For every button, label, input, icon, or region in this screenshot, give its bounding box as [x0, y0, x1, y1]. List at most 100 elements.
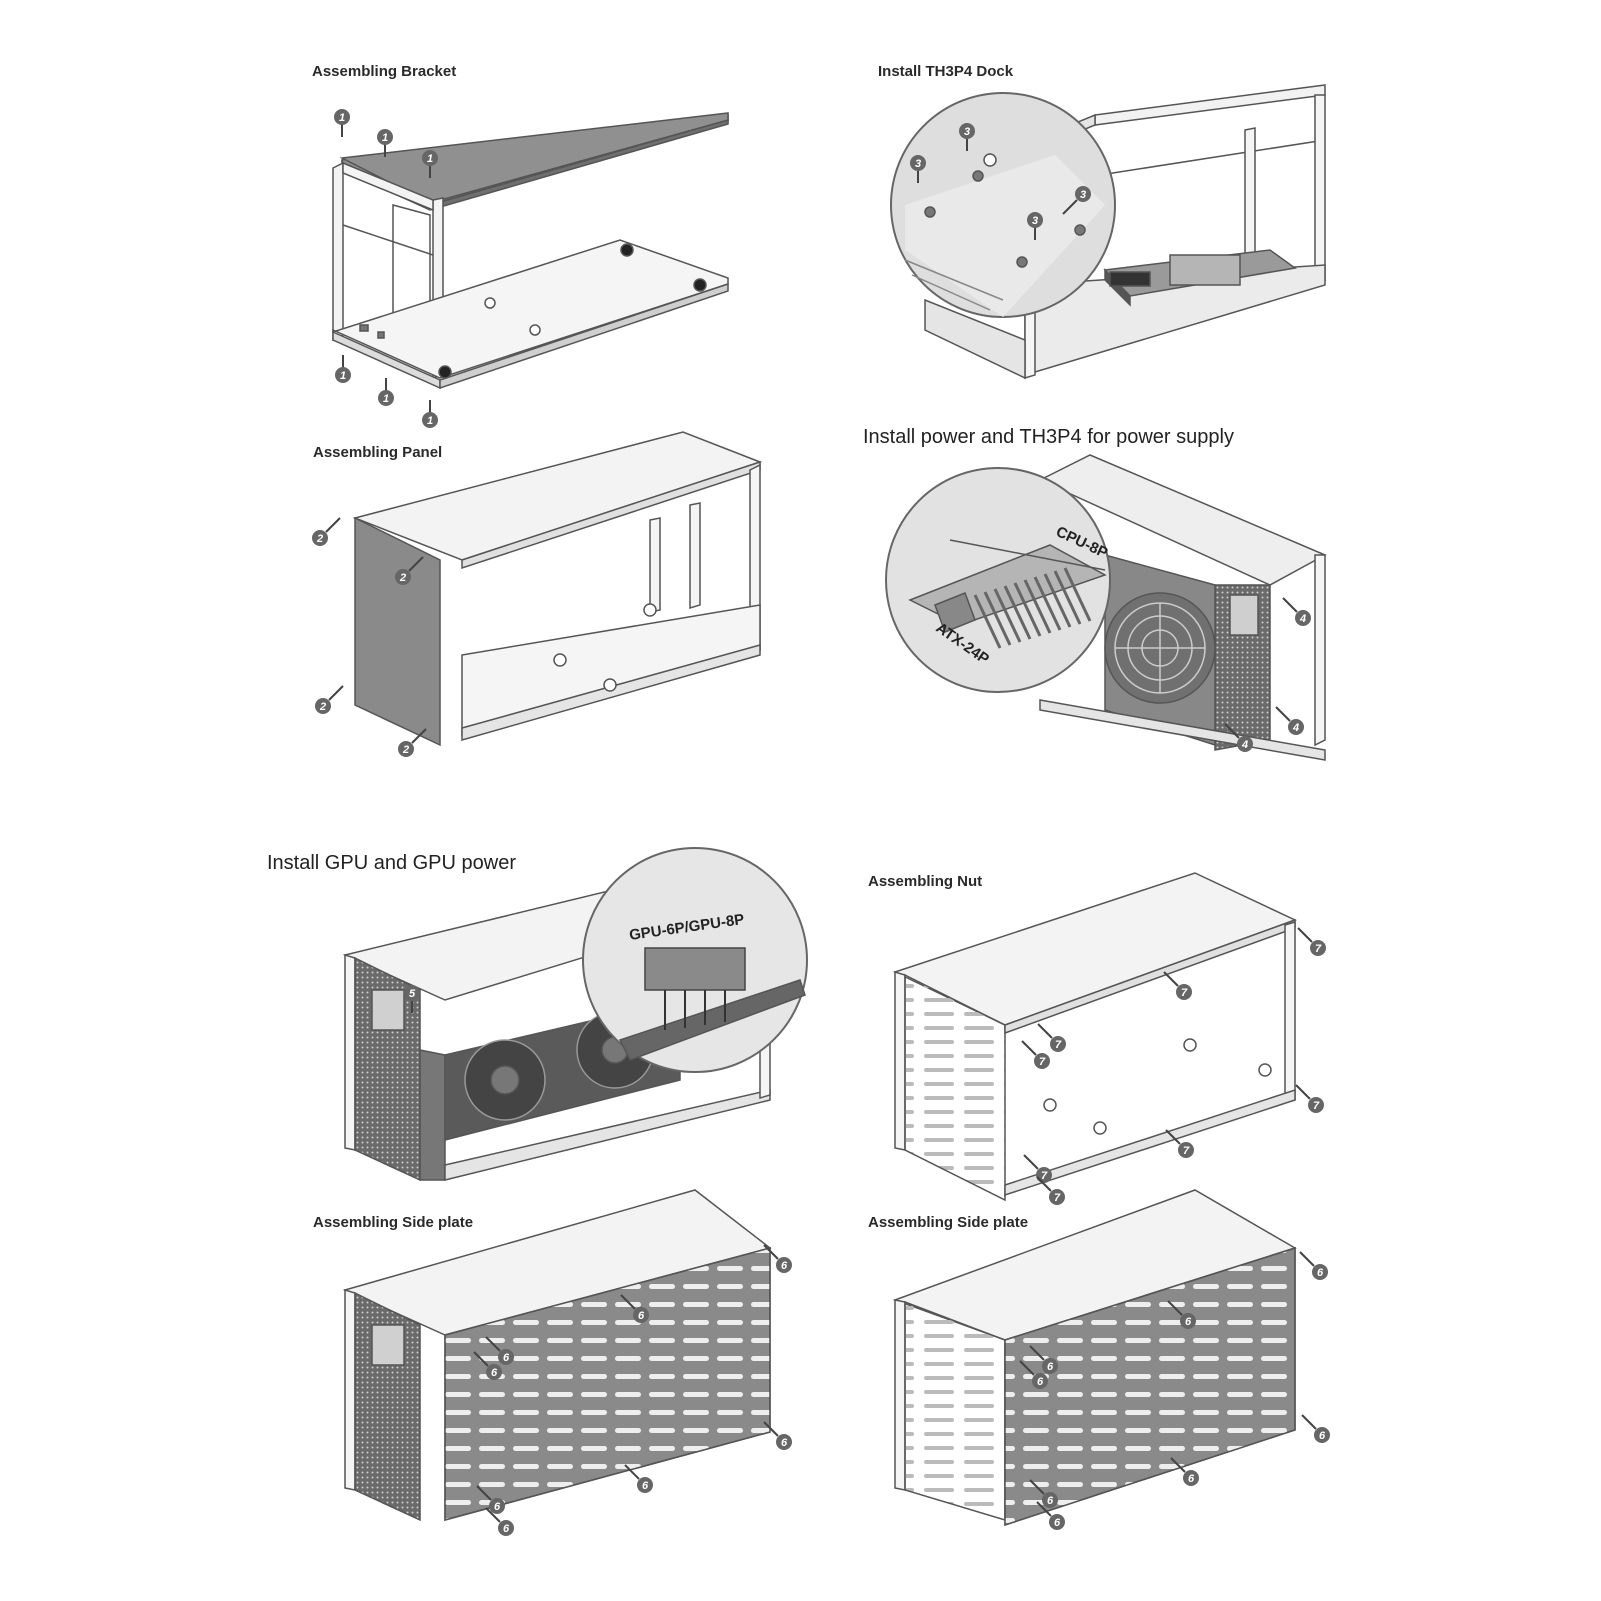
step-title-install-dock: Install TH3P4 Dock [878, 63, 1014, 80]
step-badge-label: 6 [1054, 1517, 1061, 1529]
step-badge-label: 3 [964, 126, 970, 138]
step-badge-label: 1 [427, 153, 433, 165]
step-title-install-gpu: Install GPU and GPU power [267, 852, 516, 874]
step-badge-icon [1176, 984, 1192, 1000]
step-badge-icon [637, 1477, 653, 1493]
screw-marker-4: 1 [335, 355, 351, 383]
step-badge-label: 6 [1317, 1267, 1324, 1279]
step-badge-icon [335, 367, 351, 383]
step-badge-icon [959, 123, 975, 139]
screw-marker-28: 6 [620, 1294, 649, 1323]
screw-marker-2: 1 [377, 129, 393, 157]
screw-arrow-icon [485, 1336, 501, 1352]
step-badge-label: 4 [1299, 613, 1306, 625]
step-badge-label: 6 [503, 1523, 510, 1535]
screw-marker-39: 6 [1301, 1414, 1330, 1443]
step-title-assembling-nut: Assembling Nut [868, 873, 983, 890]
step-title-side-plate-right: Assembling Side plate [868, 1214, 1029, 1231]
screw-marker-15: 4 [1282, 597, 1311, 626]
screw-marker-9: 3 [1062, 186, 1091, 215]
step-badge-icon [1308, 1097, 1324, 1113]
screw-marker-19: 7 [1297, 927, 1326, 956]
screw-arrow-icon [620, 1294, 636, 1310]
screw-marker-29: 6 [485, 1336, 514, 1365]
step-badge-icon [910, 155, 926, 171]
step-badge-label: 7 [1054, 1192, 1061, 1204]
screw-arrow-icon [1301, 1414, 1317, 1430]
step-badge-icon [498, 1349, 514, 1365]
screw-arrow-icon [476, 1485, 492, 1501]
step-badge-icon [1034, 1053, 1050, 1069]
step-badge-label: 7 [1183, 1145, 1190, 1157]
screw-marker-35: 6 [1299, 1251, 1328, 1280]
step-badge-label: 7 [1055, 1039, 1062, 1051]
screw-arrow-icon [485, 1507, 501, 1523]
step-badge-label: 3 [1032, 215, 1038, 227]
step-badge-label: 6 [1319, 1430, 1326, 1442]
diagram-nut [893, 872, 1297, 1202]
step-badge-label: 6 [491, 1367, 498, 1379]
screw-marker-34: 6 [485, 1507, 514, 1536]
screw-marker-5: 1 [378, 378, 394, 406]
step-badge-label: 6 [1047, 1495, 1054, 1507]
screw-marker-37: 6 [1029, 1345, 1058, 1374]
screw-marker-11: 2 [312, 517, 341, 546]
screw-marker-30: 6 [473, 1351, 502, 1380]
step-badge-icon [312, 530, 328, 546]
screw-marker-6: 1 [422, 400, 438, 428]
screw-marker-42: 6 [1036, 1501, 1065, 1530]
step-badge-label: 6 [781, 1437, 788, 1449]
step-badge-icon [1049, 1514, 1065, 1530]
screw-arrow-icon [1275, 706, 1291, 722]
step-badge-icon [1178, 1142, 1194, 1158]
screw-marker-13: 2 [315, 685, 344, 714]
screw-marker-3: 1 [422, 150, 438, 178]
step-badge-label: 7 [1181, 987, 1188, 999]
diagram-bracket [332, 112, 729, 390]
screw-marker-14: 2 [398, 728, 427, 757]
screw-arrow-icon [1036, 1501, 1052, 1517]
step-badge-icon [1042, 1492, 1058, 1508]
step-badge-label: 7 [1041, 1170, 1048, 1182]
step-title-assembling-bracket: Assembling Bracket [312, 63, 457, 80]
screw-arrow-icon [1170, 1457, 1186, 1473]
screw-marker-24: 7 [1165, 1129, 1194, 1158]
step-badge-label: 1 [382, 132, 388, 144]
step-badge-icon [776, 1434, 792, 1450]
screw-arrow-icon [1297, 927, 1313, 943]
step-badge-label: 6 [1185, 1316, 1192, 1328]
step-title-install-power: Install power and TH3P4 for power supply [863, 426, 1234, 448]
step-title-assembling-panel: Assembling Panel [313, 444, 443, 461]
step-badge-icon [1075, 186, 1091, 202]
screw-arrow-icon [763, 1421, 779, 1437]
step-badge-icon [315, 698, 331, 714]
step-badge-icon [404, 985, 420, 1001]
step-badge-label: 1 [427, 415, 433, 427]
step-badge-icon [1183, 1470, 1199, 1486]
screw-arrow-icon [624, 1464, 640, 1480]
diagram-side-plate-right [892, 1189, 1297, 1527]
step-badge-icon [1049, 1189, 1065, 1205]
step-badge-label: 2 [319, 701, 326, 713]
step-badge-label: 5 [409, 988, 416, 1000]
screw-arrow-icon [1019, 1360, 1035, 1376]
step-badge-icon [1032, 1373, 1048, 1389]
screw-arrow-icon [1029, 1479, 1045, 1495]
step-badges: 1111113333222244457777777766666666666666… [312, 109, 1330, 1536]
step-badge-label: 6 [638, 1310, 645, 1322]
step-badge-label: 4 [1241, 739, 1248, 751]
step-badge-label: 3 [915, 158, 921, 170]
step-badge-icon [1310, 940, 1326, 956]
step-badge-icon [395, 569, 411, 585]
screw-marker-1: 1 [334, 109, 350, 137]
step-badge-icon [1050, 1036, 1066, 1052]
step-badge-icon [378, 390, 394, 406]
screw-marker-7: 3 [959, 123, 975, 151]
screw-arrow-icon [1165, 1129, 1181, 1145]
screw-arrow-icon [473, 1351, 489, 1367]
step-badge-icon [1312, 1264, 1328, 1280]
screw-marker-12: 2 [395, 556, 424, 585]
step-badge-icon [486, 1364, 502, 1380]
screw-marker-20: 7 [1163, 971, 1192, 1000]
